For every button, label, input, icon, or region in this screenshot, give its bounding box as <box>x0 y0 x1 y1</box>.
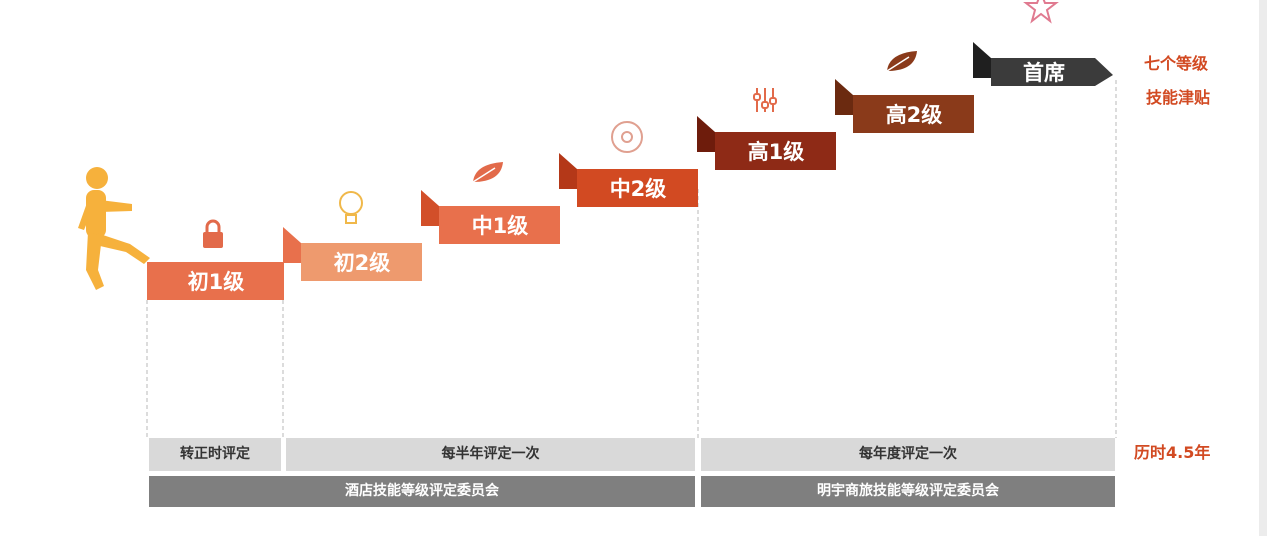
level-step: 首席 <box>973 42 1113 86</box>
step-arrow <box>991 58 1113 86</box>
leaf-icon <box>472 162 503 183</box>
level-label: 初1级 <box>188 270 245 294</box>
disc-icon <box>611 121 643 153</box>
step-block <box>853 95 974 133</box>
step-fold <box>973 42 991 78</box>
level-label: 中1级 <box>472 214 529 238</box>
level-label: 中2级 <box>610 177 667 201</box>
level-step: 初1级 <box>147 262 284 300</box>
guide-lines <box>146 80 1117 438</box>
level-step: 初2级 <box>283 227 422 281</box>
level-label: 高1级 <box>748 140 805 164</box>
side-note-duration: 历时4.5年 <box>1134 443 1211 462</box>
level-label: 高2级 <box>886 103 943 127</box>
level-step: 高1级 <box>697 116 836 170</box>
level-label: 首席 <box>1023 61 1065 85</box>
lock-icon <box>203 219 223 248</box>
hotel-committee-bar: 酒店技能等级评定委员会 <box>149 476 695 507</box>
star-icon <box>1023 0 1059 24</box>
level-steps: 初1级 初2级 中1级 中2级 高1级 高2级 首席 <box>147 42 1113 300</box>
step-block <box>577 169 698 207</box>
equalizer-icon <box>753 88 777 112</box>
probation-evaluation-bar: 转正时评定 <box>149 438 281 471</box>
right-edge-strip <box>1259 0 1267 536</box>
step-block <box>439 206 560 244</box>
yearly-evaluation-bar: 每年度评定一次 <box>701 438 1115 471</box>
step-fold <box>835 79 853 115</box>
level-step: 中1级 <box>421 190 560 244</box>
person-icon <box>78 167 150 290</box>
step-block <box>301 243 422 281</box>
step-block <box>715 132 836 170</box>
step-fold <box>283 227 301 263</box>
leaf-icon <box>886 51 917 72</box>
step-fold <box>421 190 439 226</box>
step-fold <box>559 153 577 189</box>
half-year-evaluation-bar: 每半年评定一次 <box>286 438 695 471</box>
step-fold <box>697 116 715 152</box>
side-note-skill-allowance: 技能津贴 <box>1146 88 1211 107</box>
level-label: 初2级 <box>334 251 391 275</box>
lightbulb-icon <box>339 191 363 224</box>
group-committee-bar: 明宇商旅技能等级评定委员会 <box>701 476 1115 507</box>
level-step: 中2级 <box>559 153 698 207</box>
step-block <box>147 262 284 300</box>
level-icons <box>203 0 1059 248</box>
level-step: 高2级 <box>835 79 974 133</box>
side-note-seven-levels: 七个等级 <box>1144 54 1209 73</box>
